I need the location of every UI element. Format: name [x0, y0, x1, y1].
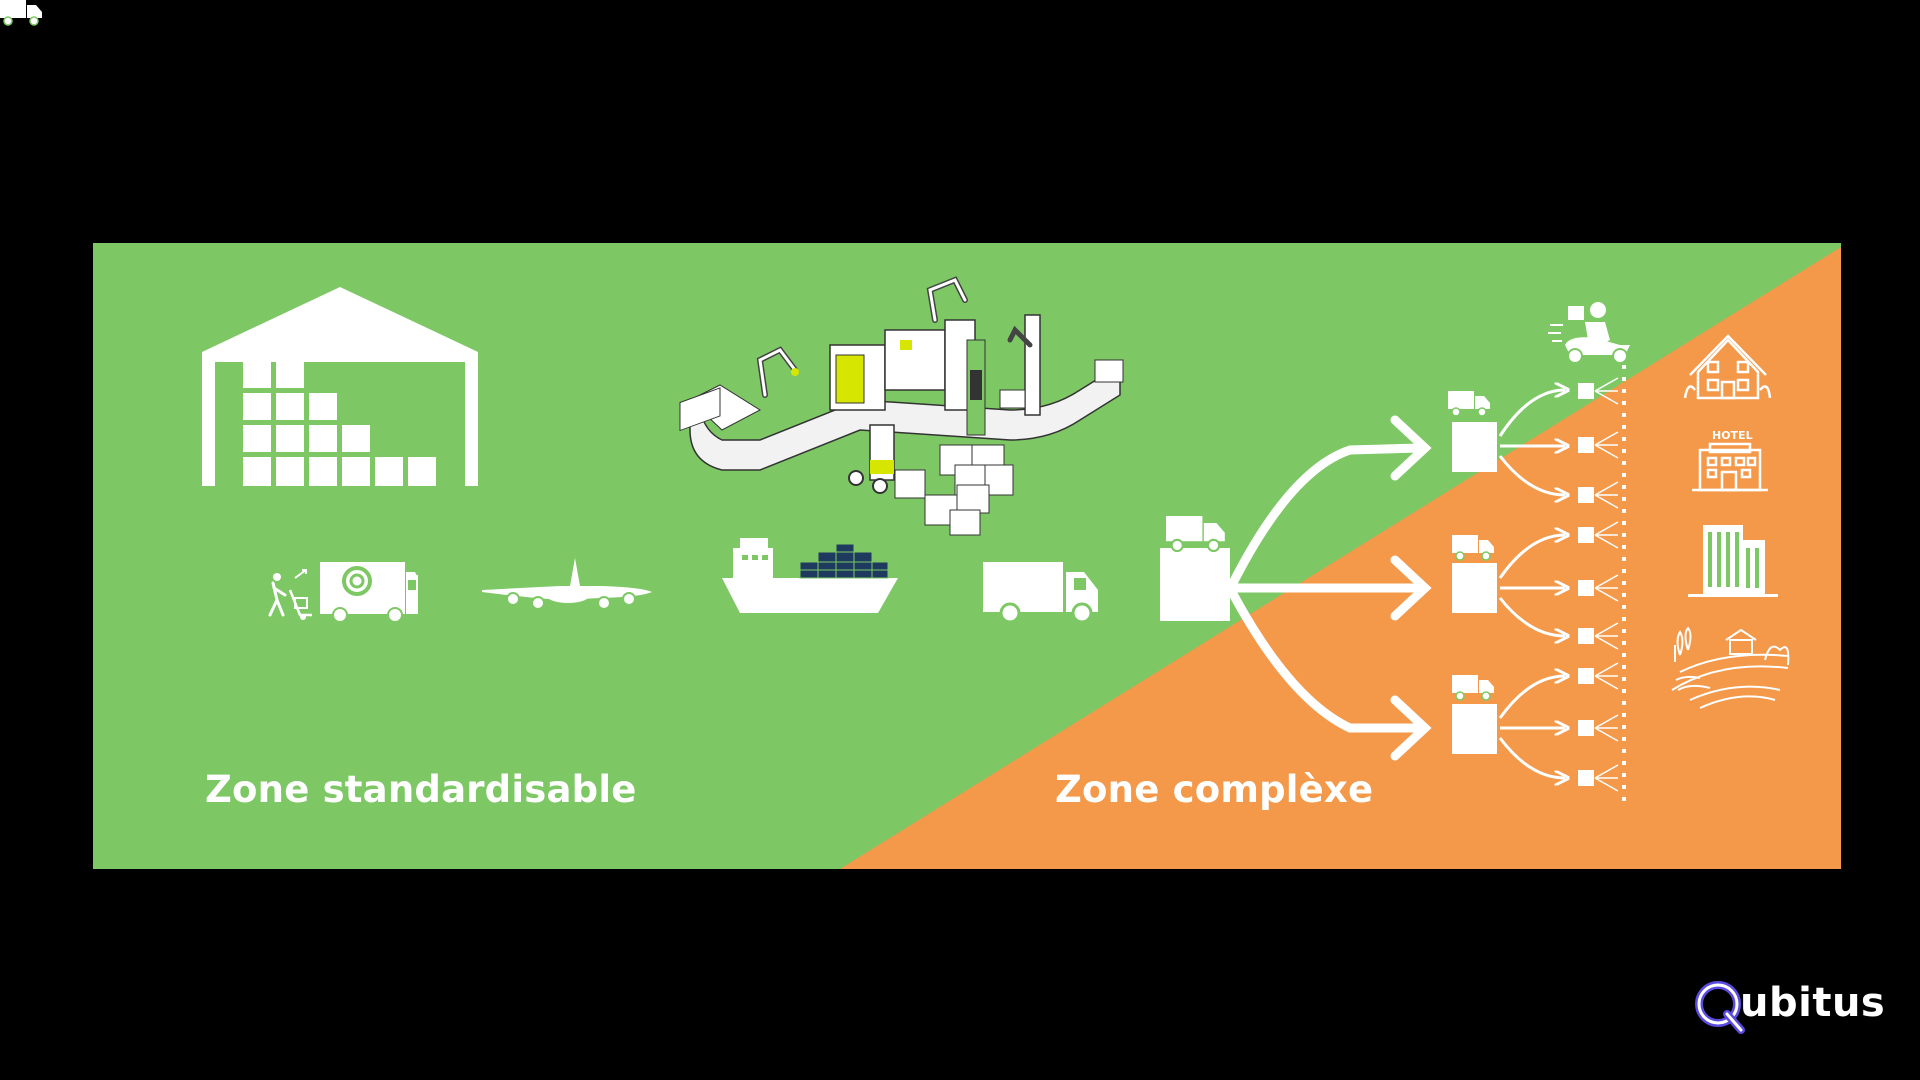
apartment-building-icon	[1688, 525, 1778, 597]
sub-hub-bottom	[1451, 674, 1497, 754]
sub-hub-top	[1447, 390, 1497, 472]
hub-depot-icon	[0, 0, 1230, 621]
small-branch-arrows	[1498, 390, 1565, 778]
house-icon	[1683, 334, 1772, 400]
airplane-icon	[482, 558, 652, 610]
brand-logo: ubitus	[1694, 978, 1894, 1034]
brand-logo-mark	[1695, 981, 1745, 1034]
branch-arrow-icon	[1227, 415, 1432, 761]
dotted-column	[1622, 365, 1626, 801]
automated-factory-icon	[679, 276, 1124, 536]
courier-scooter-icon	[1548, 302, 1630, 364]
delivery-truck-with-handler-icon	[268, 562, 418, 623]
truck-icon	[983, 562, 1098, 624]
endpoint-fanout	[1594, 377, 1619, 792]
zone-complexe-label: Zone complèxe	[1055, 768, 1374, 811]
delivery-endpoints	[1578, 383, 1594, 786]
sub-hub-middle	[1451, 534, 1497, 613]
hotel-icon	[1692, 442, 1768, 492]
complex-zone-background	[840, 247, 1841, 869]
hotel-sign: HOTEL	[1712, 429, 1753, 442]
warehouse-icon	[202, 287, 478, 486]
vineyard-farm-icon	[1671, 626, 1790, 709]
cargo-ship-icon	[722, 538, 898, 613]
brand-name: ubitus	[1740, 980, 1886, 1026]
zone-standardisable-label: Zone standardisable	[205, 768, 637, 811]
